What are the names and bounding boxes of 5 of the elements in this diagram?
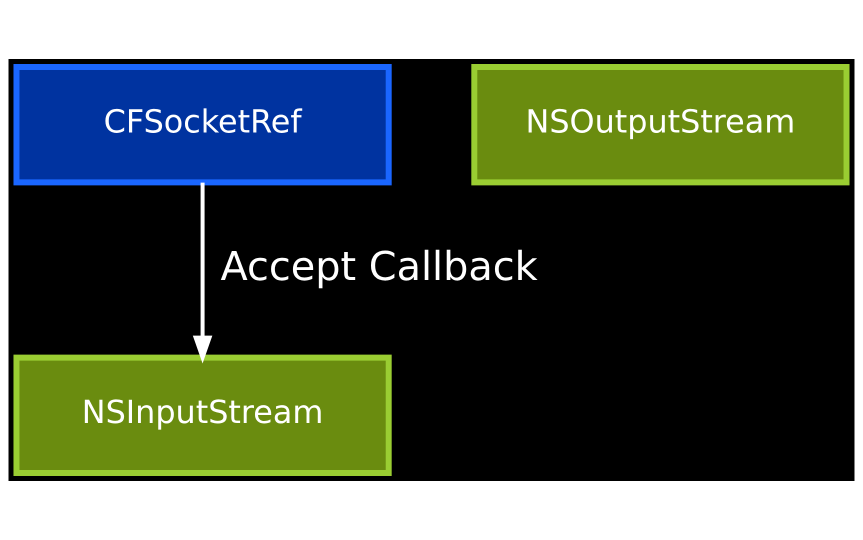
node-box: NSOutputStream [471, 64, 850, 186]
node-box: CFSocketRef [13, 64, 392, 186]
node-box: NSInputStream [13, 354, 392, 476]
arrow [192, 182, 212, 364]
edge-label: Accept Callback [220, 244, 538, 290]
